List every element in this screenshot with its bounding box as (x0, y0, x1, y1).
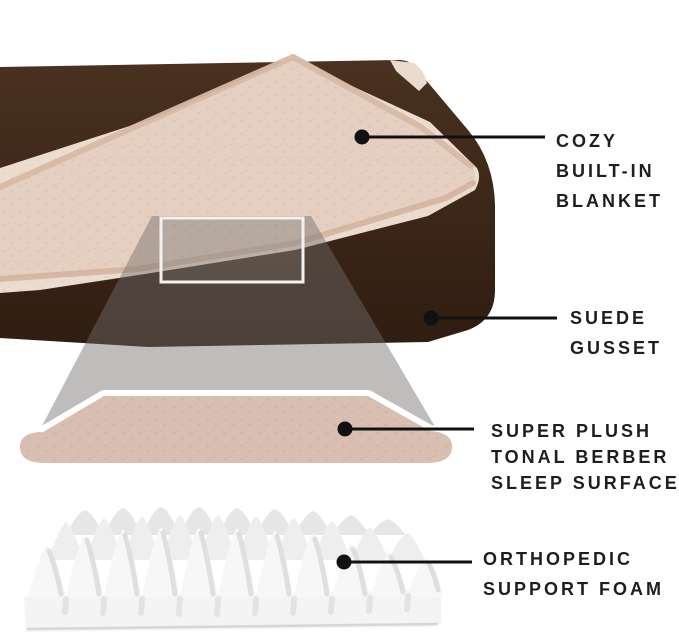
zoom-source-rectangle (159, 216, 305, 284)
magnifier-trapezoid (31, 216, 447, 447)
callout-label-line: TONAL BERBER (491, 447, 670, 467)
foam-mid-row (47, 515, 425, 560)
callout-label-line: GUSSET (570, 338, 663, 358)
callout-label-cozy-built-in-blanket: COZY BUILT-IN BLANKET (556, 126, 663, 216)
callout-label-super-plush-tonal-berber-sleep-surface: SUPER PLUSH TONAL BERBER SLEEP SURFACE (491, 418, 679, 496)
foam-front-row (28, 527, 443, 597)
callout-dot-sleep-surface (337, 421, 353, 437)
callout-label-line: SUEDE (570, 308, 648, 328)
callout-label-line: COZY (556, 131, 619, 151)
callout-label-line: SLEEP SURFACE (491, 473, 679, 493)
foam-bottom-edge (26, 622, 439, 631)
blanket-corner-sliver (390, 60, 427, 91)
callout-dot-gusset (423, 310, 439, 326)
callout-label-line: BLANKET (556, 191, 663, 211)
berber-swatch-texture (20, 396, 452, 463)
callout-dot-blanket (354, 129, 370, 145)
callout-label-line: BUILT-IN (556, 161, 655, 181)
callout-leaders (344, 135, 557, 564)
callout-label-suede-gusset: SUEDE GUSSET (570, 303, 662, 363)
foam-back-row (66, 507, 406, 535)
foam-cone-shadows (46, 530, 441, 597)
callout-label-line: SUPER PLUSH (491, 421, 653, 441)
egg-crate-foam (24, 507, 443, 632)
callout-label-line: ORTHOPEDIC (483, 549, 634, 569)
blanket-fringe-edge (0, 54, 474, 190)
callout-dot-foam (336, 554, 352, 570)
foam-front-wall (24, 590, 441, 632)
blanket-fold-shadow (0, 180, 476, 282)
callout-label-orthopedic-support-foam: ORTHOPEDIC SUPPORT FOAM (483, 544, 664, 604)
callout-dots (336, 129, 439, 570)
foam-valley-shadows (62, 593, 411, 617)
callout-label-line: SUPPORT FOAM (483, 579, 665, 599)
